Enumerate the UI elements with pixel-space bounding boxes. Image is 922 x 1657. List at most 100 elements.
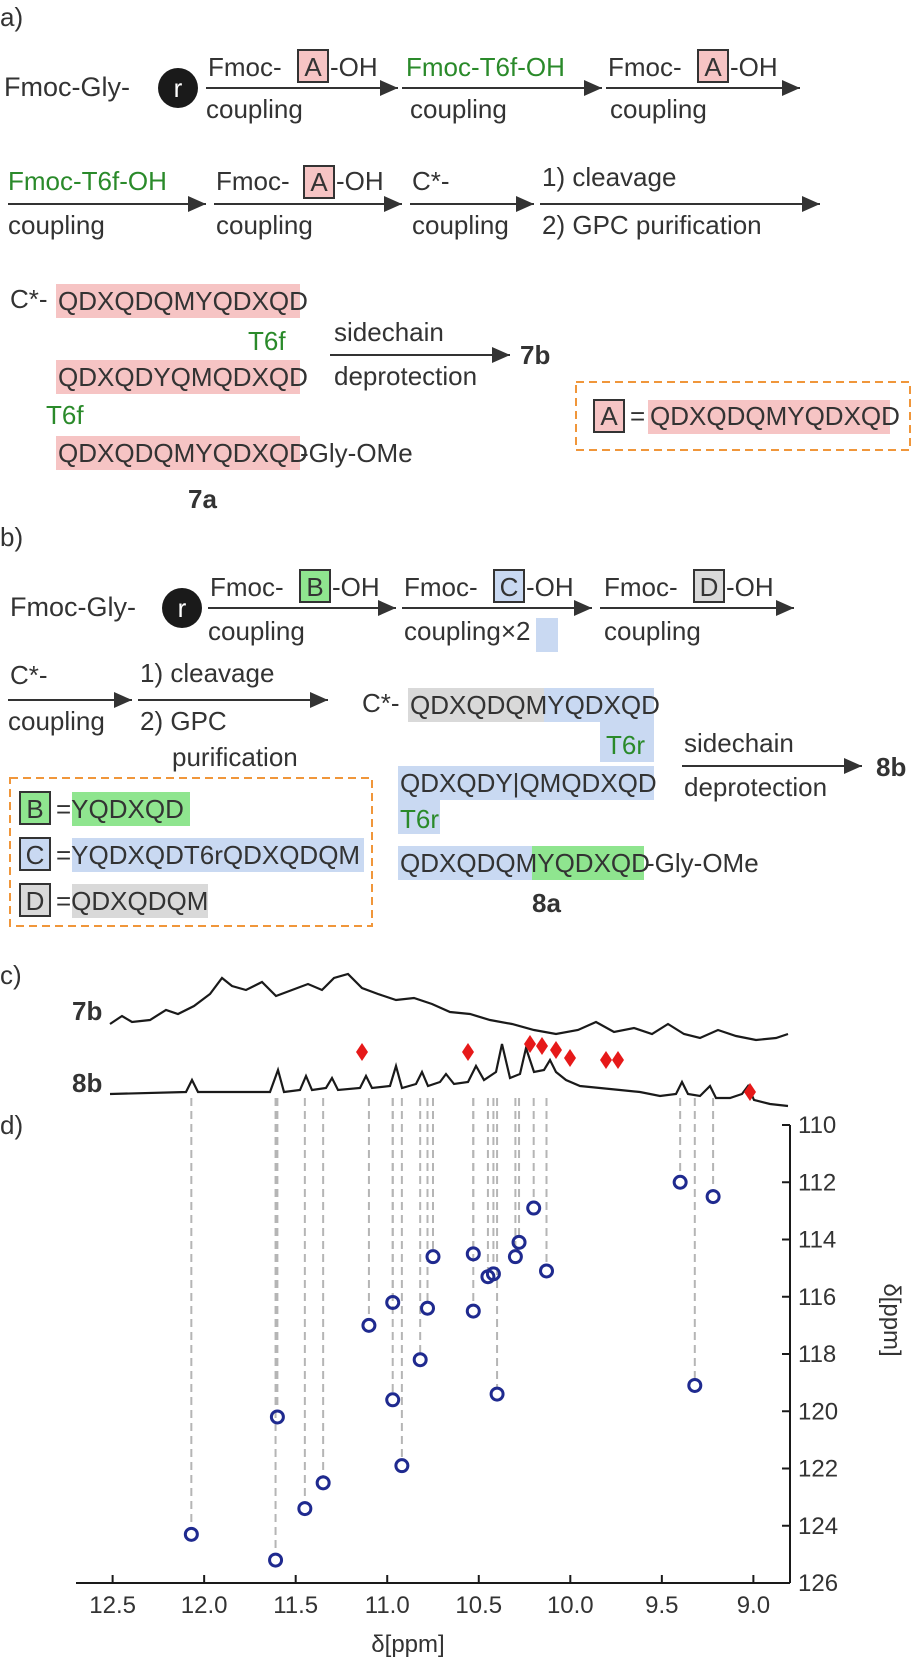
marker-diamond: [564, 1049, 576, 1067]
a-step1-pre: Fmoc-: [208, 52, 282, 82]
panel-label-c: c): [0, 960, 22, 990]
a-step3-box: A: [704, 52, 722, 82]
b-step5-bottom1: 2) GPC: [140, 706, 227, 736]
hsqc-peak: [297, 1501, 313, 1517]
a-step1-box: A: [304, 52, 322, 82]
legend-a-seq: QDXQDQMYQDXQD: [650, 401, 900, 431]
marker-diamond: [612, 1051, 624, 1069]
b-step2-pre: Fmoc-: [404, 572, 478, 602]
marker-diamond: [600, 1051, 612, 1069]
b-chain-seq2: QDXQDY|QMQDXQD: [400, 768, 657, 798]
a-chain3-suffix: -Gly-OMe: [300, 438, 413, 468]
marker-diamond: [356, 1043, 368, 1061]
hsqc-peak: [465, 1303, 481, 1319]
compound-7a: 7a: [188, 484, 217, 514]
a-arrow-top: sidechain: [334, 317, 444, 347]
b-chain-seq3: QDXQDQMYQDXQD: [400, 848, 650, 878]
marker-diamond: [462, 1043, 474, 1061]
b-step1-pre: Fmoc-: [210, 572, 284, 602]
a-step4-top: Fmoc-T6f-OH: [8, 166, 167, 196]
a-step3-post: -OH: [730, 52, 778, 82]
hsqc-peak: [507, 1249, 523, 1265]
a-step5-post: -OH: [336, 166, 384, 196]
a-step7-top: 1) cleavage: [542, 162, 676, 192]
x-tick-label: 9.0: [737, 1592, 770, 1619]
marker-diamond: [536, 1037, 548, 1055]
a-step7-bottom: 2) GPC purification: [542, 210, 762, 240]
a-linker2: T6f: [46, 400, 84, 430]
a-step2-top: Fmoc-T6f-OH: [406, 52, 565, 82]
y-axis-label: δ[ppm]: [878, 1283, 905, 1356]
drop-lines: [190, 1098, 715, 1555]
x-tick-label: 11.0: [365, 1592, 410, 1619]
panel-b-row2: C*- coupling 1) cleavage 2) GPC purifica…: [8, 658, 373, 927]
a-step5-box: A: [310, 167, 328, 197]
hsqc-peak: [526, 1200, 542, 1216]
a-chain-seq1: QDXQDQMYQDXQD: [58, 286, 308, 316]
b-arrow-top: sidechain: [684, 728, 794, 758]
hsqc-peak: [268, 1552, 284, 1568]
b-step5-top: 1) cleavage: [140, 658, 274, 688]
b-chain-seq1: QDXQDQMYQDXQD: [410, 690, 660, 720]
b-step1-box: B: [306, 572, 323, 602]
b-resin-icon: [162, 588, 202, 628]
b-linker1: T6r: [606, 730, 645, 760]
a-step1-post: -OH: [330, 52, 378, 82]
y-tick-label: 122: [798, 1456, 838, 1483]
hsqc-peak: [412, 1352, 428, 1368]
b-step3-box: D: [700, 572, 719, 602]
x-tick-label: 12.5: [89, 1592, 136, 1619]
hsqc-peak: [511, 1234, 527, 1250]
panel-a-row2: Fmoc-T6f-OH coupling Fmoc- A -OH couplin…: [8, 162, 820, 240]
hsqc-peak: [361, 1317, 377, 1333]
a-step3-bottom: coupling: [610, 94, 707, 124]
b-resin-label: r: [178, 593, 187, 623]
a-step5-pre: Fmoc-: [216, 166, 290, 196]
compound-8b: 8b: [876, 752, 906, 782]
y-tick-label: 118: [798, 1341, 836, 1368]
trace-label-8b: 8b: [72, 1068, 102, 1098]
x-tick-label: 10.0: [547, 1592, 594, 1619]
panel-label-b: b): [0, 522, 23, 552]
b-step3-post: -OH: [726, 572, 774, 602]
b-step1-post: -OH: [332, 572, 380, 602]
hsqc-peak: [183, 1526, 199, 1542]
hsqc-peak: [394, 1458, 410, 1474]
y-tick-label: 110: [798, 1112, 836, 1139]
hsqc-peak: [539, 1263, 555, 1279]
start-label: Fmoc-Gly-: [4, 72, 130, 102]
x-tick-label: 11.5: [273, 1592, 318, 1619]
hsqc-peak: [385, 1392, 401, 1408]
legend-c-letter: C: [26, 840, 45, 870]
y-tick-label: 124: [798, 1513, 838, 1540]
a-step2-bottom: coupling: [410, 94, 507, 124]
panel-b-chain: C*- QDXQDQMYQDXQD T6r QDXQDY|QMQDXQD T6r…: [362, 688, 906, 918]
peak-markers: [356, 1035, 756, 1101]
resin-icon: [158, 68, 198, 108]
a-arrow-bottom: deprotection: [334, 361, 477, 391]
marker-diamond: [550, 1041, 562, 1059]
b-start-label: Fmoc-Gly-: [10, 592, 136, 622]
a-step5-bottom: coupling: [216, 210, 313, 240]
legend-c-seq: =YQDXQDT6rQDXQDQM: [56, 840, 360, 870]
legend-d-seq: =QDXQDQM: [56, 886, 208, 916]
b-step2-post: -OH: [526, 572, 574, 602]
hsqc-peak: [705, 1189, 721, 1205]
y-tick-label: 114: [798, 1227, 836, 1254]
b-chain1-prefix: C*-: [362, 688, 400, 718]
legend-d-letter: D: [26, 886, 45, 916]
legend-a-letter: A: [600, 401, 618, 431]
legend-a-box: [575, 381, 911, 451]
hsqc-peak: [420, 1300, 436, 1316]
marker-diamond: [524, 1035, 536, 1053]
hsqc-peak: [687, 1377, 703, 1393]
y-tick-label: 120: [798, 1398, 838, 1425]
resin-label: r: [174, 73, 183, 103]
data-points: [183, 1174, 721, 1568]
b-step3-bottom: coupling: [604, 616, 701, 646]
b-step3-pre: Fmoc-: [604, 572, 678, 602]
spectrum-8b: [109, 1043, 789, 1108]
spectrum-7b: [109, 972, 789, 1042]
